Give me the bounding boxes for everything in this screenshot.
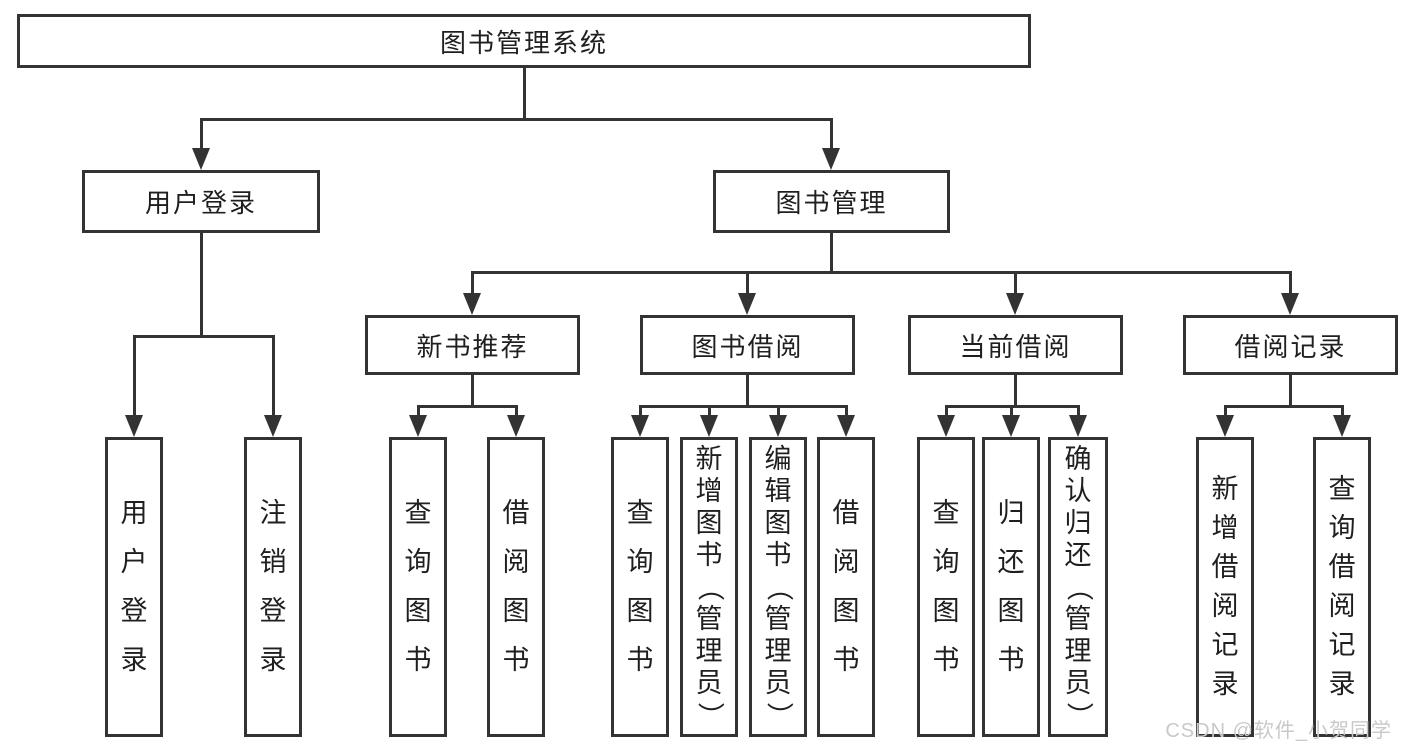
leaf-logout: 注销登录: [244, 437, 302, 737]
node-user-login: 用户登录: [82, 170, 320, 233]
leaf-add-book-admin: 新增图书（管理员）: [680, 437, 738, 737]
leaf-label: 新增借阅记录: [1211, 474, 1239, 699]
leaf-return-book: 归还图书: [982, 437, 1040, 737]
leaf-label: 编辑图书（管理员）: [763, 443, 794, 729]
leaf-label: 注销登录: [259, 498, 287, 675]
leaf-label: 查询图书: [932, 498, 960, 675]
leaf-edit-book-admin: 编辑图书（管理员）: [749, 437, 807, 737]
leaf-query-borrow-record: 查询借阅记录: [1313, 437, 1371, 737]
leaf-label: 确认归还（管理员）: [1063, 443, 1094, 729]
leaf-label: 查询借阅记录: [1328, 474, 1356, 699]
leaf-confirm-return-admin: 确认归还（管理员）: [1048, 437, 1108, 737]
leaf-label: 查询图书: [626, 498, 654, 675]
watermark: CSDN @软件_小贺同学: [1165, 720, 1392, 742]
leaf-label: 用户登录: [120, 498, 148, 675]
leaf-label: 归还图书: [997, 498, 1025, 675]
leaf-borrow-books-recommend: 借阅图书: [487, 437, 545, 737]
leaf-label: 新增图书（管理员）: [694, 443, 725, 729]
node-book-management: 图书管理: [713, 170, 950, 233]
leaf-label: 查询图书: [404, 498, 432, 675]
leaf-add-borrow-record: 新增借阅记录: [1196, 437, 1254, 737]
leaf-query-books-recommend: 查询图书: [389, 437, 447, 737]
node-new-book-recommend: 新书推荐: [365, 315, 580, 375]
leaf-label: 借阅图书: [832, 498, 860, 675]
leaf-label: 借阅图书: [502, 498, 530, 675]
node-root: 图书管理系统: [17, 14, 1031, 68]
node-current-borrow: 当前借阅: [908, 315, 1123, 375]
leaf-query-books-current: 查询图书: [917, 437, 975, 737]
leaf-query-books-borrow: 查询图书: [611, 437, 669, 737]
node-book-borrow: 图书借阅: [640, 315, 855, 375]
leaf-borrow-books-borrow: 借阅图书: [817, 437, 875, 737]
leaf-user-login: 用户登录: [105, 437, 163, 737]
node-borrow-records: 借阅记录: [1183, 315, 1398, 375]
